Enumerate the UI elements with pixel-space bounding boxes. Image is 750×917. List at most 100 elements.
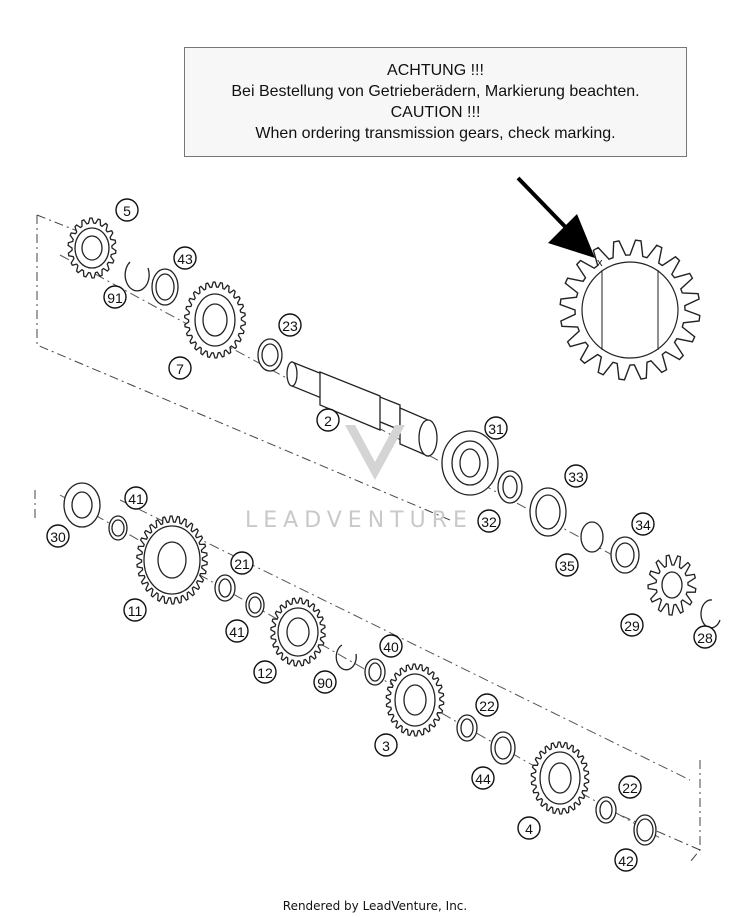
- callout-number: 4: [525, 821, 533, 837]
- callout-c29: 29: [620, 613, 644, 637]
- callout-number: 12: [257, 665, 273, 681]
- callout-number: 29: [624, 618, 640, 634]
- callout-c4: 4: [517, 816, 541, 840]
- callout-circle: [46, 524, 70, 548]
- notice-line-4: When ordering transmission gears, check …: [255, 125, 616, 142]
- callout-circle: [316, 408, 340, 432]
- callout-number: 2: [324, 413, 332, 429]
- callout-number: 41: [229, 624, 245, 640]
- seal-33: [529, 487, 567, 537]
- gear-5: [67, 217, 117, 279]
- callout-c21: 21: [230, 551, 254, 575]
- circlip-90: [335, 644, 357, 671]
- washer-41b: [245, 592, 265, 618]
- callout-circle: [124, 486, 148, 510]
- callout-circle: [693, 625, 717, 649]
- callout-c41b: 41: [225, 619, 249, 643]
- callout-number: 5: [123, 203, 131, 219]
- callout-number: 30: [50, 529, 66, 545]
- callout-c12: 12: [253, 660, 277, 684]
- callout-number: 11: [128, 603, 143, 619]
- callout-number: 3: [382, 738, 390, 754]
- circlip-28: [700, 599, 721, 629]
- washer-43: [151, 268, 179, 306]
- callout-circle: [477, 509, 501, 533]
- callout-circle: [484, 416, 508, 440]
- callout-circle: [564, 464, 588, 488]
- caution-notice: ACHTUNG !!! Bei Bestellung von Getrieber…: [184, 47, 687, 157]
- bushing-34: [610, 536, 640, 574]
- callout-c5: 5: [115, 198, 139, 222]
- callout-c31: 31: [484, 416, 508, 440]
- callout-number: 31: [488, 421, 504, 437]
- callout-c43: 43: [173, 246, 197, 270]
- callout-number: 33: [568, 469, 584, 485]
- watermark-logo-icon: [340, 420, 410, 495]
- callout-c11: 11: [123, 598, 147, 622]
- bearing-31: [441, 430, 499, 496]
- notice-line-2: Bei Bestellung von Getrieberädern, Marki…: [231, 83, 640, 100]
- callout-circle: [103, 285, 127, 309]
- assembly-frame: [34, 214, 701, 863]
- callout-circle: [618, 775, 642, 799]
- reference-gear: [559, 239, 701, 381]
- callout-number: 28: [697, 630, 713, 646]
- washer-32: [497, 470, 523, 504]
- gear-4: [530, 741, 590, 815]
- notice-line-1: ACHTUNG !!!: [387, 62, 484, 79]
- callout-number: 32: [481, 514, 497, 530]
- sprocket-29: [647, 554, 697, 616]
- washer-44: [490, 731, 516, 765]
- callout-circle: [313, 670, 337, 694]
- callout-circle: [471, 766, 495, 790]
- callout-c34: 34: [631, 512, 655, 536]
- callout-number: 35: [559, 558, 575, 574]
- notice-line-3: CAUTION !!!: [390, 104, 481, 121]
- bearing-30: [63, 482, 101, 528]
- callout-c23: 23: [278, 313, 302, 337]
- callout-c22a: 22: [475, 693, 499, 717]
- washer-41a: [108, 515, 128, 541]
- callout-c44: 44: [471, 766, 495, 790]
- callout-circle: [620, 613, 644, 637]
- bushing-22b: [595, 796, 617, 824]
- callout-c32: 32: [477, 509, 501, 533]
- gear-11: [136, 515, 208, 605]
- callout-c28: 28: [693, 625, 717, 649]
- callout-c7: 7: [168, 356, 192, 380]
- washer-42: [633, 814, 657, 846]
- callout-circle: [379, 634, 403, 658]
- callout-number: 90: [317, 675, 333, 691]
- gear-marking-x: x: [597, 257, 603, 269]
- bushing-23: [257, 338, 283, 372]
- callout-circle: [475, 693, 499, 717]
- callout-circle: [631, 512, 655, 536]
- callout-circle: [168, 356, 192, 380]
- callout-number: 40: [383, 639, 399, 655]
- marking-arrow: [516, 176, 595, 258]
- callout-c90: 90: [313, 670, 337, 694]
- callout-circle: [517, 816, 541, 840]
- callout-c41a: 41: [124, 486, 148, 510]
- washer-40: [364, 658, 386, 686]
- callout-c40: 40: [379, 634, 403, 658]
- callout-number: 21: [234, 556, 250, 572]
- callout-c22b: 22: [618, 775, 642, 799]
- callout-circle: [278, 313, 302, 337]
- callout-c33: 33: [564, 464, 588, 488]
- callout-number: 34: [635, 517, 651, 533]
- callout-number: 91: [107, 290, 123, 306]
- callout-circle: [614, 848, 638, 872]
- gear-12: [270, 597, 326, 667]
- callout-c30: 30: [46, 524, 70, 548]
- callout-c42: 42: [614, 848, 638, 872]
- callout-circle: [374, 733, 398, 757]
- gear-3: [385, 663, 445, 737]
- gear-7: [184, 281, 246, 359]
- watermark-text: LEADVENTURE: [245, 508, 473, 533]
- callout-number: 22: [479, 698, 495, 714]
- callout-circle: [555, 553, 579, 577]
- callout-circle: [123, 598, 147, 622]
